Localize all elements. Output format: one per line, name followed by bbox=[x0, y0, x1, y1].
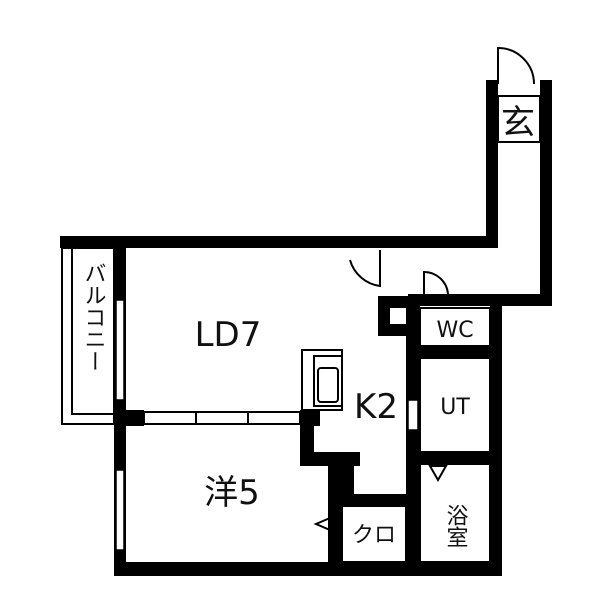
wc-room bbox=[419, 307, 491, 347]
room-label-balcony: バルコニー bbox=[81, 262, 106, 372]
windows bbox=[115, 299, 301, 551]
wall-corridor-bottom bbox=[408, 294, 552, 306]
room-label-bedroom: 洋5 bbox=[204, 473, 260, 513]
window-ld bbox=[115, 299, 125, 401]
room-label-ld: LD7 bbox=[195, 315, 262, 355]
bath-room bbox=[419, 463, 491, 563]
sliding-door-ld-bed bbox=[143, 411, 301, 425]
room-label-ut: UT bbox=[440, 395, 470, 420]
ld-door bbox=[349, 250, 381, 288]
closet-door-marker bbox=[313, 516, 331, 532]
wc-door bbox=[423, 270, 449, 295]
wall-corridor-right bbox=[540, 80, 552, 300]
wall-entrance-top bbox=[486, 80, 498, 88]
room-label-closet: クロ bbox=[352, 523, 396, 548]
wall-wet-left bbox=[406, 296, 420, 576]
sink-outer bbox=[313, 355, 343, 407]
room-label-kitchen: K2 bbox=[354, 387, 398, 427]
wall-closet-top bbox=[328, 494, 418, 506]
doors bbox=[313, 46, 535, 532]
bath-door-marker bbox=[428, 465, 448, 483]
wall-ld-bed-left bbox=[114, 410, 144, 426]
walls bbox=[60, 80, 552, 576]
wall-right bbox=[490, 300, 502, 576]
ut-door bbox=[407, 399, 419, 431]
wall-ut-bottom bbox=[406, 452, 502, 464]
wall-closet-stub bbox=[340, 466, 354, 494]
entrance bbox=[497, 95, 541, 143]
ut-room bbox=[419, 357, 491, 453]
wall-top-ld bbox=[60, 236, 490, 248]
closet-room bbox=[341, 505, 407, 563]
room-label-wc: WC bbox=[436, 318, 473, 343]
wall-corridor-left bbox=[486, 80, 498, 248]
wall-bottom bbox=[114, 562, 502, 576]
kitchen-counter bbox=[301, 349, 343, 411]
wall-kitchen-left bbox=[300, 410, 314, 464]
wall-closet-left bbox=[328, 452, 342, 562]
balcony bbox=[61, 247, 115, 425]
room-label-entrance: 玄 bbox=[501, 103, 535, 143]
wall-wc-bottom bbox=[406, 346, 502, 358]
room-label-bath: 浴室 bbox=[443, 504, 469, 548]
entrance-door bbox=[497, 46, 535, 85]
wet-area bbox=[341, 307, 491, 563]
sink-basin bbox=[317, 367, 339, 403]
window-bedroom bbox=[115, 469, 125, 551]
